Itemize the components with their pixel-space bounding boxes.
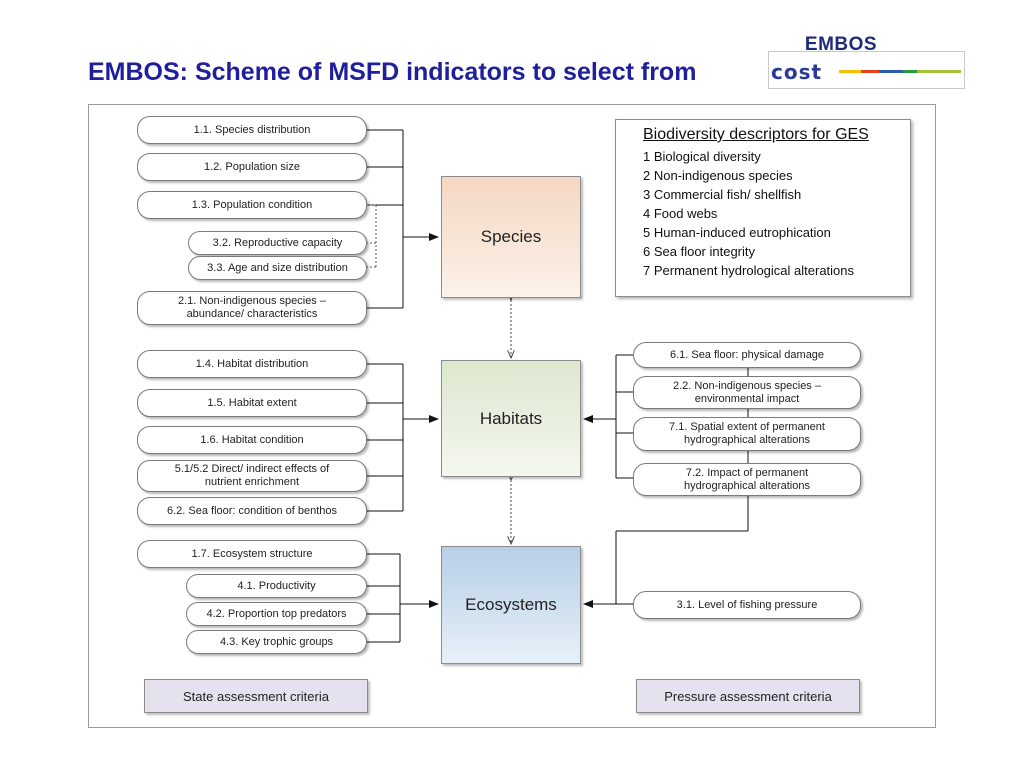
embos-cost-logo: EMBOS cost [768,34,965,89]
logo-stripe [903,70,917,73]
criterion-label: 6.1. Sea floor: physical damage [669,348,825,361]
criterion-6-2-sea-floor-benthos: 6.2. Sea floor: condition of benthos [137,497,367,525]
criterion-1-3-population-condition: 1.3. Population condition [137,191,367,219]
legend-item: 7 Permanent hydrological alterations [643,263,855,278]
criterion-label: hydrographical alterations [684,434,810,446]
criterion-7-1-spatial-extent-alterations: 7.1. Spatial extent of permanent hydrogr… [633,417,861,451]
legend-item: 3 Commercial fish/ shellfish [643,187,802,202]
criterion-1-4-habitat-distribution: 1.4. Habitat distribution [137,350,367,378]
legend-title: Biodiversity descriptors for GES [643,126,869,143]
logo-stripe [839,70,861,73]
criterion-label: 7.1. Spatial extent of permanent [669,421,825,433]
criterion-label: 4.3. Key trophic groups [219,635,334,648]
criterion-label: 5.1/5.2 Direct/ indirect effects of [174,463,330,475]
criterion-label: hydrographical alterations [684,479,810,492]
criterion-3-1-fishing-pressure: 3.1. Level of fishing pressure [633,591,861,619]
criterion-label: 1.3. Population condition [191,198,313,211]
criterion-label: 1.4. Habitat distribution [195,357,309,370]
criterion-7-2-impact-alterations: 7.2. Impact of permanent hydrographical … [633,463,861,496]
criterion-label: abundance/ characteristics [186,308,318,320]
logo-stripe [917,70,961,73]
page-title: EMBOS: Scheme of MSFD indicators to sele… [88,58,697,86]
criterion-label: 1.7. Ecosystem structure [191,547,313,560]
criterion-label: 3.3. Age and size distribution [207,261,348,274]
criterion-1-5-habitat-extent: 1.5. Habitat extent [137,389,367,417]
criterion-label: 7.2. Impact of permanent [685,466,809,479]
legend-item: 2 Non-indigenous species [643,168,793,183]
legend-item: 4 Food webs [643,206,718,221]
logo-stripe [861,70,879,73]
criterion-1-7-ecosystem-structure: 1.7. Ecosystem structure [137,540,367,568]
criterion-label: 2.1. Non-indigenous species – [178,295,326,307]
criterion-6-1-sea-floor-damage: 6.1. Sea floor: physical damage [633,342,861,368]
habitats-hub: Habitats [441,360,581,477]
criterion-2-2-non-indigenous-impact: 2.2. Non-indigenous species – environmen… [633,376,861,409]
criterion-1-6-habitat-condition: 1.6. Habitat condition [137,426,367,454]
criterion-2-1-non-indigenous-abundance: 2.1. Non-indigenous species – abundance/… [137,291,367,325]
criterion-3-3-age-size-distribution: 3.3. Age and size distribution [188,256,367,280]
logo-stripe [879,70,903,73]
criterion-4-3-key-trophic-groups: 4.3. Key trophic groups [186,630,367,654]
criterion-1-1-species-distribution: 1.1. Species distribution [137,116,367,144]
criterion-label: 1.5. Habitat extent [207,396,297,409]
criterion-4-2-top-predators: 4.2. Proportion top predators [186,602,367,626]
criterion-label: 2.2. Non-indigenous species – [673,379,821,392]
ecosystems-hub: Ecosystems [441,546,581,664]
pressure-assessment-label: Pressure assessment criteria [636,679,860,713]
criterion-label: 4.1. Productivity [237,579,316,592]
cost-logo-text: cost [771,60,823,84]
criterion-3-2-reproductive-capacity: 3.2. Reproductive capacity [188,231,367,255]
criterion-label: 4.2. Proportion top predators [206,607,347,620]
criterion-label: nutrient enrichment [204,476,300,488]
cost-logo-box: cost [768,51,965,89]
state-assessment-label: State assessment criteria [144,679,368,713]
embos-logo-text: EMBOS [804,34,878,55]
criterion-5-1-5-2-nutrient-enrichment: 5.1/5.2 Direct/ indirect effects of nutr… [137,460,367,492]
criterion-label: 6.2. Sea floor: condition of benthos [166,504,337,517]
criterion-label: 3.1. Level of fishing pressure [676,598,818,611]
legend-item: 6 Sea floor integrity [643,244,756,259]
criterion-label: environmental impact [694,392,800,405]
criterion-label: 3.2. Reproductive capacity [212,236,343,249]
species-hub: Species [441,176,581,298]
legend-item: 1 Biological diversity [643,149,761,164]
criterion-label: 1.2. Population size [203,160,300,173]
criterion-label: 1.1. Species distribution [193,123,311,136]
criterion-1-2-population-size: 1.2. Population size [137,153,367,181]
criterion-4-1-productivity: 4.1. Productivity [186,574,367,598]
legend-item: 5 Human-induced eutrophication [643,225,831,240]
criterion-label: 1.6. Habitat condition [200,433,304,446]
descriptors-legend: Biodiversity descriptors for GES 1 Biolo… [615,119,911,297]
